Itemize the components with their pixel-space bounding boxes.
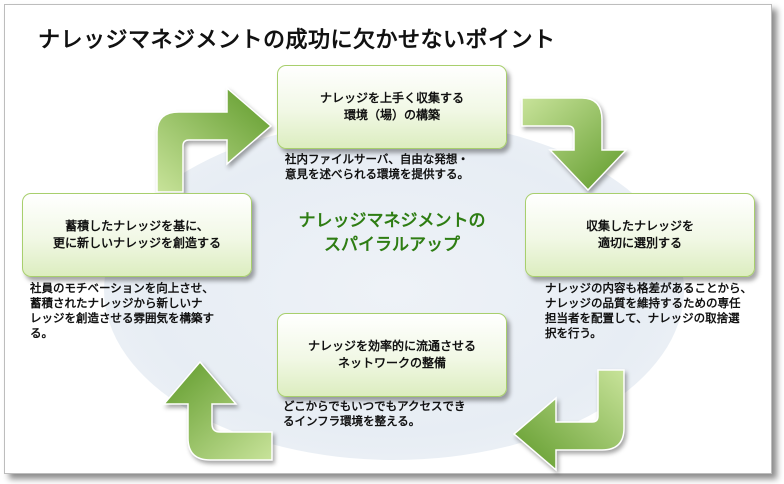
page-title: ナレッジマネジメントの成功に欠かせないポイント: [38, 28, 556, 53]
top-desc-line: 意見を述べられる環境を提供する。: [285, 167, 469, 181]
top-desc-line: 社内ファイルサーバ、自由な発想・: [285, 152, 469, 166]
top-step-description: 社内ファイルサーバ、自由な発想・ 意見を述べられる環境を提供する。: [285, 152, 469, 182]
cycle-arrow-bottom-left-icon: [162, 360, 273, 461]
center-title-line2: スパイラルアップ: [324, 235, 460, 255]
center-title-line1: ナレッジマネジメントの: [298, 211, 486, 231]
cycle-arrow-bottom-right-icon: [512, 369, 625, 472]
center-title: ナレッジマネジメントの スパイラルアップ: [268, 209, 516, 257]
cycle-arrow-top-left-icon: [156, 86, 273, 193]
left-step-line2: 更に新しいナレッジを創造する: [52, 236, 221, 250]
right-step-line2: 適切に選別する: [597, 236, 682, 250]
left-step-line1: 蓄積したナレッジを基に、: [65, 219, 209, 233]
bottom-step-line1: ナレッジを効率的に流通させる: [307, 339, 476, 353]
bottom-desc-line: どこからでもいつでもアクセスでき: [283, 399, 466, 413]
bottom-step-line2: ネットワークの整備: [337, 356, 446, 370]
left-step-box: 蓄積したナレッジを基に、 更に新しいナレッジを創造する: [22, 193, 252, 277]
left-step-description: 社員のモチベーションを向上させ、 蓄積されたナレッジから新しいナ レッジを創造さ…: [30, 281, 214, 341]
bottom-step-description: どこからでもいつでもアクセスでき るインフラ環境を整える。: [283, 399, 466, 429]
right-step-description: ナレッジの内容も格差があることから、 ナレッジの品質を維持するための専任 担当者…: [545, 281, 752, 341]
left-desc-line: る。: [30, 326, 53, 340]
bottom-step-box: ナレッジを効率的に流通させる ネットワークの整備: [277, 313, 507, 397]
left-desc-line: 蓄積されたナレッジから新しいナ: [30, 296, 203, 310]
right-desc-line: 担当者を配置して、ナレッジの取捨選: [545, 311, 740, 325]
right-step-line1: 収集したナレッジを: [585, 219, 694, 233]
right-desc-line: ナレッジの品質を維持するための専任: [545, 296, 741, 310]
right-step-box: 収集したナレッジを 適切に選別する: [525, 193, 755, 277]
right-desc-line: 択を行う。: [545, 326, 602, 340]
top-step-line1: ナレッジを上手く収集する: [319, 91, 464, 105]
left-desc-line: レッジを創造させる雰囲気を構築す: [30, 311, 214, 325]
right-desc-line: ナレッジの内容も格差があることから、: [545, 281, 752, 295]
top-step-line2: 環境（場）の構築: [343, 108, 440, 122]
top-step-box: ナレッジを上手く収集する 環境（場）の構築: [277, 65, 507, 149]
left-desc-line: 社員のモチベーションを向上させ、: [30, 281, 214, 295]
cycle-arrow-top-right-icon: [521, 97, 628, 192]
bottom-desc-line: るインフラ環境を整える。: [283, 414, 421, 428]
